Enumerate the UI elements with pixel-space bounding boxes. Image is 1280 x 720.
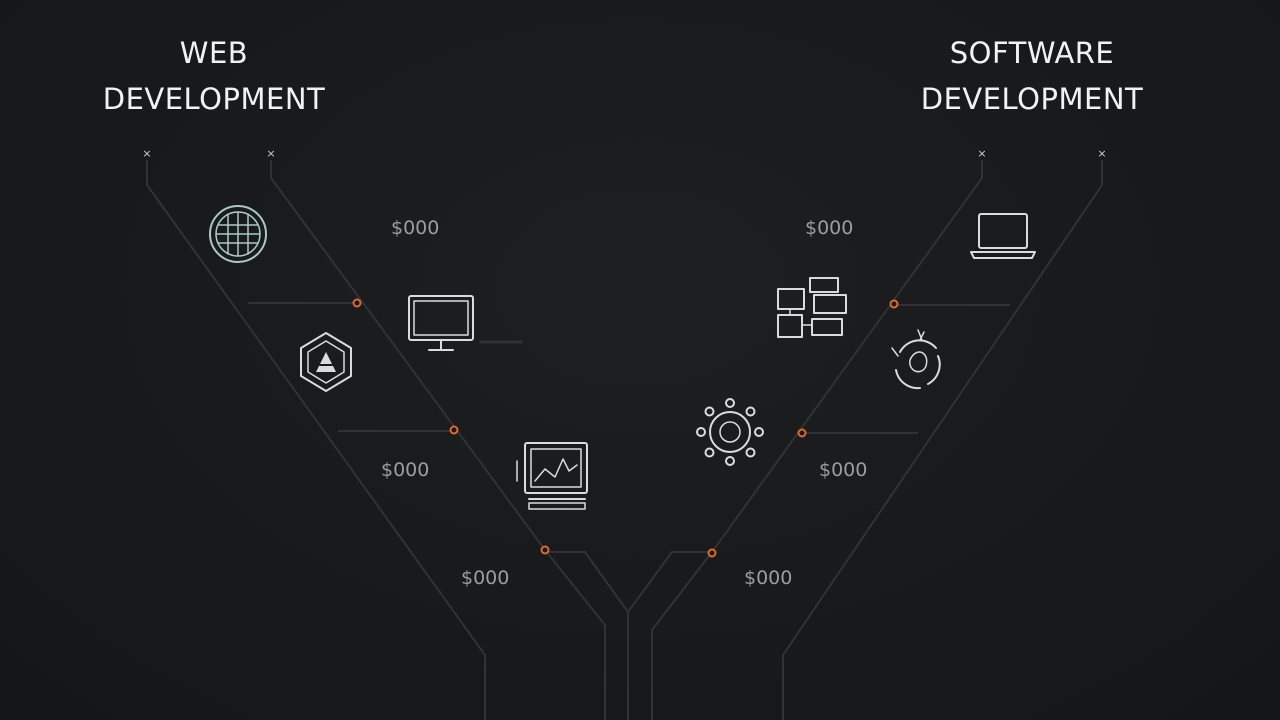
software-development-title: SOFTWARE DEVELOPMENT	[890, 30, 1174, 122]
software-price-2: $000	[819, 459, 867, 481]
web-price-3: $000	[461, 567, 509, 589]
software-title-line1: SOFTWARE	[949, 36, 1115, 70]
node	[449, 425, 459, 435]
accent-nodes	[352, 298, 899, 558]
chart-screen-icon	[516, 442, 588, 510]
hexagon-logo-icon	[300, 332, 352, 392]
left-outer-line	[146, 160, 486, 720]
left-inner-line	[270, 160, 606, 720]
software-price-3: $000	[744, 567, 792, 589]
terminal-mark: ×	[1097, 147, 1106, 160]
web-price-1: $000	[391, 217, 439, 239]
terminal-marks: × × × ×	[142, 147, 1106, 160]
laptop-icon	[970, 213, 1036, 259]
node	[707, 548, 717, 558]
web-title-line1: WEB	[179, 36, 249, 70]
server-blocks-icon	[777, 277, 847, 338]
web-development-title: WEB DEVELOPMENT	[72, 30, 356, 122]
globe-icon	[209, 205, 267, 263]
node	[352, 298, 362, 308]
center-stem-left	[545, 551, 629, 720]
software-price-1: $000	[805, 217, 853, 239]
monitor-icon	[408, 295, 523, 351]
node	[540, 545, 550, 555]
node	[797, 428, 807, 438]
center-stem-right	[627, 551, 712, 613]
terminal-mark: ×	[977, 147, 986, 160]
connector-lines	[146, 160, 1103, 720]
cycle-leaf-icon	[891, 329, 941, 390]
right-outer-line	[782, 160, 1103, 720]
web-price-2: $000	[381, 459, 429, 481]
terminal-mark: ×	[142, 147, 151, 160]
node	[889, 299, 899, 309]
gear-icon	[696, 398, 764, 466]
web-title-line2: DEVELOPMENT	[102, 82, 326, 116]
right-inner-line	[651, 160, 983, 720]
software-title-line2: DEVELOPMENT	[920, 82, 1144, 116]
terminal-mark: ×	[266, 147, 275, 160]
